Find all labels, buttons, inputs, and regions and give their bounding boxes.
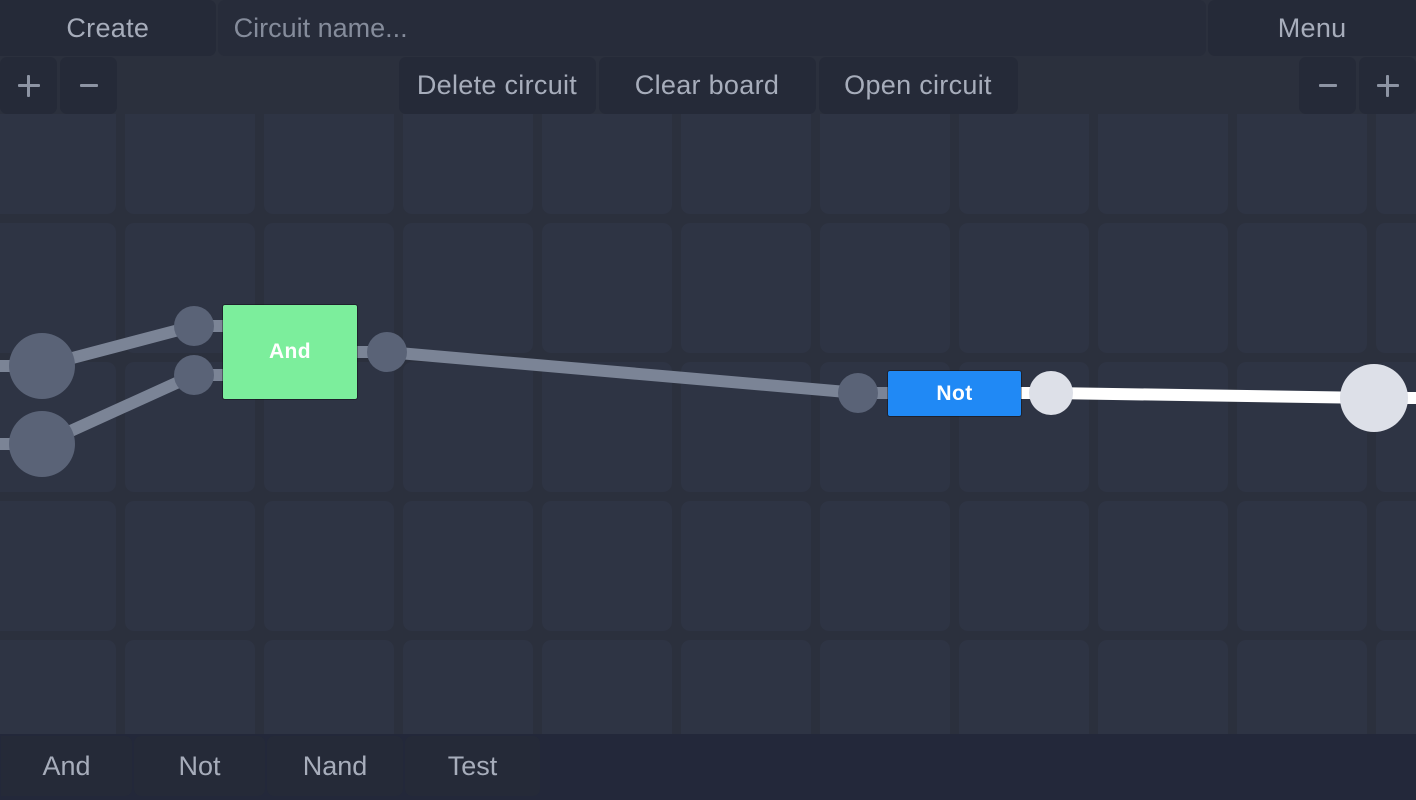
- grid-cell: [959, 114, 1089, 214]
- toolbar-spacer-left: [117, 57, 399, 114]
- grid-cell: [959, 501, 1089, 631]
- not-input[interactable]: [838, 373, 878, 413]
- grid-cell: [820, 223, 950, 353]
- grid-cell: [1237, 640, 1367, 734]
- grid-cell: [1376, 640, 1416, 734]
- top-toolbar-row-1: Create Menu: [0, 0, 1416, 56]
- grid-cell: [403, 362, 533, 492]
- grid-cell: [681, 501, 811, 631]
- minus-icon: [1317, 75, 1339, 97]
- and-input-top[interactable]: [174, 306, 214, 346]
- grid-cell: [959, 223, 1089, 353]
- input-node-b[interactable]: [9, 411, 75, 477]
- palette-item-nand[interactable]: Nand: [267, 736, 403, 796]
- grid-cell: [542, 223, 672, 353]
- top-toolbar-row-2: Delete circuit Clear board Open circuit: [0, 57, 1416, 114]
- grid-cell: [820, 640, 950, 734]
- grid-cell: [542, 501, 672, 631]
- grid-cell: [681, 223, 811, 353]
- grid-cell: [1098, 114, 1228, 214]
- board-grid-background: [0, 114, 1416, 734]
- grid-cell: [125, 501, 255, 631]
- circuit-name-input[interactable]: [217, 0, 1207, 56]
- grid-cell: [1237, 114, 1367, 214]
- palette-item-and[interactable]: And: [1, 736, 132, 796]
- minus-icon: [78, 75, 100, 97]
- grid-cell: [542, 362, 672, 492]
- wire-layer: [0, 320, 1416, 450]
- grid-cell: [264, 640, 394, 734]
- menu-button[interactable]: Menu: [1208, 0, 1416, 56]
- gate-palette-toolbar: And Not Nand Test: [0, 734, 1416, 800]
- grid-cell: [0, 501, 116, 631]
- delete-circuit-button[interactable]: Delete circuit: [398, 57, 596, 114]
- grid-cell: [542, 640, 672, 734]
- grid-cell: [403, 114, 533, 214]
- and-input-bottom[interactable]: [174, 355, 214, 395]
- grid-cell: [1237, 501, 1367, 631]
- toolbar-spacer-right: [1018, 57, 1300, 114]
- zoom-in-left-button[interactable]: [0, 57, 57, 114]
- grid-cell: [125, 640, 255, 734]
- grid-cell: [125, 114, 255, 214]
- input-node-a[interactable]: [9, 333, 75, 399]
- zoom-out-right-button[interactable]: [1299, 57, 1356, 114]
- grid-cell: [959, 640, 1089, 734]
- grid-cell: [820, 114, 950, 214]
- and-output[interactable]: [367, 332, 407, 372]
- grid-cell: [1098, 362, 1228, 492]
- grid-cell: [0, 114, 116, 214]
- grid-cell: [403, 640, 533, 734]
- grid-cell: [820, 501, 950, 631]
- grid-cell: [0, 640, 116, 734]
- grid-cell: [1376, 114, 1416, 214]
- zoom-out-left-button[interactable]: [60, 57, 117, 114]
- grid-cell: [1098, 501, 1228, 631]
- create-button[interactable]: Create: [0, 0, 216, 56]
- grid-cell: [681, 362, 811, 492]
- grid-cell: [681, 114, 811, 214]
- wire-not-out-to-output[interactable]: [1050, 387, 1375, 404]
- grid-cell: [542, 114, 672, 214]
- palette-item-test[interactable]: Test: [405, 736, 540, 796]
- zoom-in-right-button[interactable]: [1359, 57, 1416, 114]
- grid-cell: [1237, 223, 1367, 353]
- grid-cell: [264, 114, 394, 214]
- palette-item-not[interactable]: Not: [134, 736, 265, 796]
- gate-not[interactable]: Not: [888, 371, 1021, 416]
- grid-cell: [0, 223, 116, 353]
- output-node[interactable]: [1340, 364, 1408, 432]
- grid-cell: [403, 223, 533, 353]
- grid-cell: [681, 640, 811, 734]
- grid-cell: [1098, 223, 1228, 353]
- clear-board-button[interactable]: Clear board: [598, 57, 816, 114]
- wire-and-out-to-not-in[interactable]: [386, 346, 859, 399]
- plus-icon: [17, 74, 40, 97]
- grid-cell: [1376, 501, 1416, 631]
- plus-icon: [1376, 74, 1399, 97]
- palette-spacer: [541, 734, 1416, 800]
- gate-and[interactable]: And: [223, 305, 357, 399]
- grid-cell: [403, 501, 533, 631]
- not-output[interactable]: [1029, 371, 1073, 415]
- grid-cell: [1376, 223, 1416, 353]
- grid-cell: [1098, 640, 1228, 734]
- open-circuit-button[interactable]: Open circuit: [818, 57, 1018, 114]
- grid-cell: [264, 501, 394, 631]
